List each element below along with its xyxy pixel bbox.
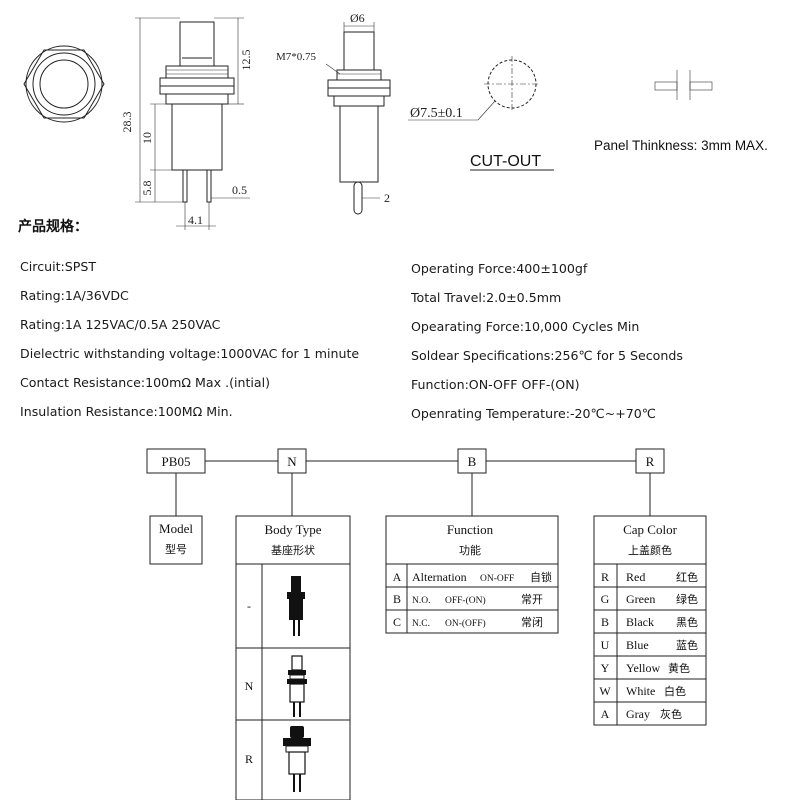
dim-total-height: 28.3 — [120, 112, 134, 133]
side-view-drawing: Ø6 M7*0.75 2 — [276, 11, 391, 215]
dim-cap-diameter: Ø6 — [350, 11, 365, 25]
body-type-code-r: R — [245, 752, 253, 766]
color-code-w: W — [599, 684, 611, 698]
function-mode-c: ON-(OFF) — [445, 618, 486, 629]
code-color: R — [646, 454, 655, 469]
color-name-b: Black — [626, 615, 654, 629]
color-code-a: A — [601, 707, 610, 721]
function-mode-b: OFF-(ON) — [445, 595, 486, 606]
specs-heading: 产品规格： — [18, 218, 88, 235]
spec-contact-resistance: Contact Resistance:100mΩ Max .(intial) — [20, 375, 270, 390]
color-cn-b: 黑色 — [676, 615, 698, 629]
dim-terminal-height: 5.8 — [140, 181, 154, 196]
panel-thickness-note: Panel Thinkness: 3mm MAX. — [594, 138, 768, 153]
function-table: Function 功能 A Alternation ON-OFF 自锁 B N.… — [385, 515, 559, 634]
color-code-g: G — [601, 592, 610, 606]
body-type-code-plain: - — [247, 599, 251, 613]
function-title-cn: 功能 — [459, 543, 481, 557]
cap-color-title-cn: 上盖颜色 — [628, 543, 672, 557]
function-name-c: N.C. — [412, 619, 430, 629]
color-code-r: R — [601, 570, 609, 584]
function-code-b: B — [393, 592, 401, 606]
color-name-g: Green — [626, 592, 655, 606]
function-cn-b: 常开 — [521, 593, 543, 606]
model-label-cn: 型号 — [165, 542, 187, 556]
color-code-u: U — [601, 638, 610, 652]
model-box: Model 型号 — [149, 515, 203, 565]
color-cn-g: 绿色 — [676, 592, 698, 606]
color-name-w: White — [626, 684, 655, 698]
function-name-b: N.O. — [412, 596, 430, 606]
top-view-drawing — [23, 45, 105, 123]
spec-rating-dc: Rating:1A/36VDC — [20, 288, 129, 303]
body-type-title-cn: 基座形状 — [271, 543, 315, 557]
front-view-drawing: 28.3 12.5 10 5.8 0.5 4.1 — [120, 17, 253, 230]
cap-color-title-en: Cap Color — [623, 522, 677, 537]
function-name-a: Alternation — [412, 570, 467, 584]
specs-right-list: Operating Force:400±100gf Total Travel:2… — [410, 261, 683, 421]
dim-body-height: 10 — [140, 132, 154, 144]
body-type-table: Body Type 基座形状 - N R — [235, 515, 351, 800]
color-name-y: Yellow — [626, 661, 660, 675]
color-cn-a: 灰色 — [660, 707, 682, 721]
spec-temperature: Openrating Temperature:-20℃~+70℃ — [411, 406, 656, 421]
color-name-a: Gray — [626, 707, 650, 721]
dim-top-height: 12.5 — [239, 50, 253, 71]
ordering-code: PB05 N B R — [146, 448, 665, 516]
spec-cycles: Opearating Force:10,000 Cycles Min — [411, 319, 639, 334]
body-type-code-n: N — [245, 679, 254, 693]
switch-image-r — [283, 726, 311, 792]
spec-rating-ac: Rating:1A 125VAC/0.5A 250VAC — [20, 317, 221, 332]
model-label-en: Model — [159, 521, 193, 536]
color-code-b: B — [601, 615, 609, 629]
function-cn-a: 自锁 — [530, 570, 552, 584]
color-cn-y: 黄色 — [668, 661, 690, 675]
spec-total-travel: Total Travel:2.0±0.5mm — [410, 290, 561, 305]
function-code-a: A — [393, 570, 402, 584]
cap-color-table: Cap Color 上盖颜色 R Red 红色 G Green 绿色 B Bla… — [593, 515, 707, 726]
spec-function: Function:ON-OFF OFF-(ON) — [411, 377, 580, 392]
dim-pin-width: 0.5 — [232, 183, 247, 197]
function-code-c: C — [393, 615, 401, 629]
code-body: N — [287, 454, 297, 469]
dim-thread: M7*0.75 — [276, 51, 317, 63]
color-cn-w: 白色 — [664, 684, 686, 698]
cutout-drawing: Ø7.5±0.1 CUT-OUT — [408, 56, 554, 171]
panel-drawing — [654, 70, 713, 100]
specs-left-list: Circuit:SPST Rating:1A/36VDC Rating:1A 1… — [20, 259, 359, 419]
cutout-label: CUT-OUT — [470, 153, 541, 170]
color-name-r: Red — [626, 570, 645, 584]
function-cn-c: 常闭 — [521, 616, 543, 629]
body-type-title-en: Body Type — [265, 522, 322, 537]
spec-soldering: Soldear Specifications:256℃ for 5 Second… — [411, 348, 683, 363]
function-title-en: Function — [447, 522, 494, 537]
spec-dielectric: Dielectric withstanding voltage:1000VAC … — [20, 346, 359, 361]
color-cn-u: 蓝色 — [676, 638, 698, 652]
switch-image-plain — [287, 576, 305, 636]
code-model: PB05 — [162, 454, 191, 469]
cutout-diameter: Ø7.5±0.1 — [410, 106, 463, 121]
dim-pin-pitch: 4.1 — [188, 213, 203, 227]
color-cn-r: 红色 — [676, 570, 698, 584]
color-code-y: Y — [601, 661, 610, 675]
spec-circuit: Circuit:SPST — [20, 259, 96, 274]
dim-terminal-width: 2 — [384, 191, 390, 205]
function-mode-a: ON-OFF — [480, 574, 514, 584]
code-function: B — [468, 454, 477, 469]
switch-image-n — [287, 655, 307, 717]
color-name-u: Blue — [626, 638, 649, 652]
spec-insulation: Insulation Resistance:100MΩ Min. — [20, 404, 233, 419]
spec-operating-force: Operating Force:400±100gf — [411, 261, 588, 276]
